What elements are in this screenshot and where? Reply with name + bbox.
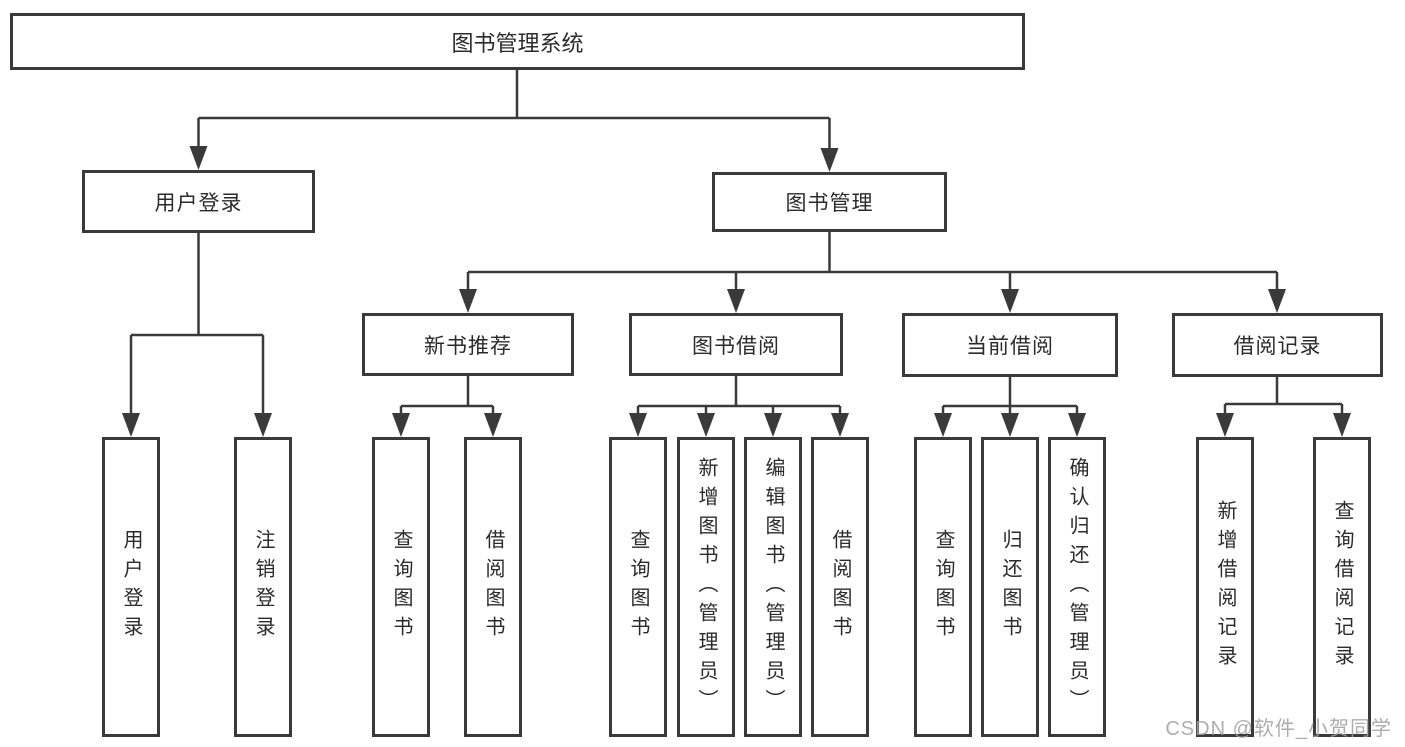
node-label: 图书借阅 bbox=[692, 334, 780, 358]
node-label: 借阅图书 bbox=[829, 529, 851, 645]
node-label: 借阅图书 bbox=[482, 529, 504, 645]
arrowhead bbox=[1268, 289, 1286, 313]
arrowhead bbox=[122, 413, 140, 437]
edge-book-management-children bbox=[466, 232, 1279, 296]
node-label: 归还图书 bbox=[999, 529, 1021, 645]
edge-new-book-children bbox=[399, 376, 495, 420]
arrowhead bbox=[1216, 413, 1234, 437]
arrowhead bbox=[727, 289, 745, 313]
arrowhead bbox=[1001, 413, 1019, 437]
arrowhead bbox=[629, 413, 647, 437]
arrowhead bbox=[392, 413, 410, 437]
node-label: 查询借阅记录 bbox=[1331, 500, 1353, 674]
node-label: 注销登录 bbox=[252, 529, 274, 645]
node-current-borrowing: 当前借阅 bbox=[902, 313, 1118, 377]
node-label: 确认归还（管理员） bbox=[1066, 456, 1088, 718]
node-label: 新增图书（管理员） bbox=[695, 456, 717, 718]
leaf-borrow-books-recommend: 借阅图书 bbox=[464, 437, 522, 737]
arrowhead bbox=[484, 413, 502, 437]
node-label: 当前借阅 bbox=[966, 335, 1054, 358]
node-label: 图书管理系统 bbox=[451, 30, 584, 56]
leaf-logout: 注销登录 bbox=[234, 437, 292, 737]
node-label: 新增借阅记录 bbox=[1214, 500, 1236, 674]
arrowhead bbox=[459, 289, 477, 313]
node-book-borrowing: 图书借阅 bbox=[629, 313, 843, 376]
arrowhead bbox=[1001, 289, 1019, 313]
arrowheads bbox=[122, 146, 1351, 437]
node-user-login: 用户登录 bbox=[82, 170, 315, 233]
arrowhead bbox=[820, 148, 839, 172]
leaf-query-books-current: 查询图书 bbox=[914, 437, 972, 737]
arrowhead bbox=[1068, 413, 1086, 437]
node-label: 编辑图书（管理员） bbox=[762, 456, 784, 718]
arrowhead bbox=[831, 413, 849, 437]
arrowhead bbox=[1333, 413, 1351, 437]
node-borrowing-records: 借阅记录 bbox=[1172, 313, 1383, 377]
node-label: 借阅记录 bbox=[1233, 335, 1322, 358]
edge-user-login-children bbox=[129, 233, 265, 420]
node-label: 查询图书 bbox=[932, 529, 954, 645]
leaf-user-login: 用户登录 bbox=[102, 437, 160, 737]
node-label: 查询图书 bbox=[627, 529, 649, 645]
node-label: 用户登录 bbox=[154, 191, 243, 215]
node-root-book-management-system: 图书管理系统 bbox=[10, 13, 1025, 70]
leaf-return-books: 归还图书 bbox=[981, 437, 1039, 737]
leaf-confirm-return-admin: 确认归还（管理员） bbox=[1048, 437, 1106, 737]
arrowhead bbox=[764, 413, 782, 437]
edge-borrowing-records-children bbox=[1223, 377, 1344, 420]
node-book-management: 图书管理 bbox=[712, 172, 947, 232]
csdn-watermark: CSDN @软件_小贺同学 bbox=[1165, 718, 1392, 740]
node-label: 图书管理 bbox=[785, 192, 874, 215]
arrowhead bbox=[934, 413, 952, 437]
leaf-add-borrow-record: 新增借阅记录 bbox=[1196, 437, 1254, 737]
node-label: 用户登录 bbox=[120, 529, 142, 645]
edge-root-to-level2 bbox=[197, 70, 831, 154]
leaf-edit-books-admin: 编辑图书（管理员） bbox=[744, 437, 802, 737]
arrowhead bbox=[697, 413, 715, 437]
arrowhead bbox=[254, 413, 272, 437]
leaf-query-books-borrowing: 查询图书 bbox=[609, 437, 667, 737]
leaf-query-borrow-record: 查询借阅记录 bbox=[1313, 437, 1371, 737]
leaf-borrow-books: 借阅图书 bbox=[811, 437, 869, 737]
edge-book-borrowing-children bbox=[636, 376, 842, 420]
node-label: 查询图书 bbox=[390, 529, 412, 645]
leaf-query-books-recommend: 查询图书 bbox=[372, 437, 430, 737]
node-new-book-recommendation: 新书推荐 bbox=[362, 313, 574, 376]
node-label: 新书推荐 bbox=[424, 334, 512, 358]
arrowhead bbox=[189, 146, 208, 170]
leaf-add-books-admin: 新增图书（管理员） bbox=[677, 437, 735, 737]
